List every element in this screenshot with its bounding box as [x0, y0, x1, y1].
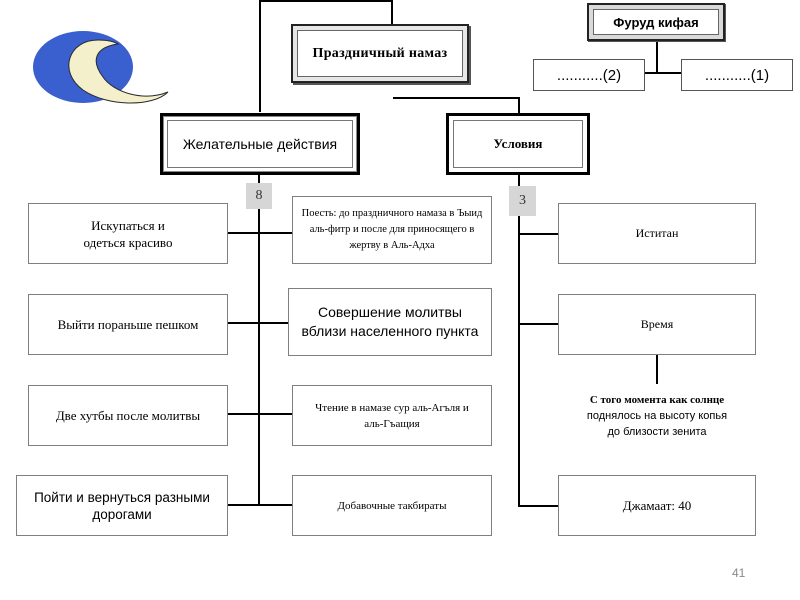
connector-line [518, 175, 520, 505]
title-box: Праздничный намаз [291, 24, 469, 83]
conditions-header-title: Условия [493, 136, 543, 151]
desirable-header-box: Желательные действия [160, 113, 360, 175]
connector-line [518, 233, 558, 235]
connector-line [645, 72, 681, 74]
time-note-line-1: С того момента как солнце [589, 394, 725, 406]
connector-line [518, 323, 558, 325]
connector-line [259, 0, 261, 112]
connector-line [259, 0, 393, 2]
desirable-right-item-3: Чтение в намазе сур аль-Агъля и аль-Гъащ… [292, 385, 492, 446]
furud-title: Фуруд кифая [613, 14, 699, 30]
time-note: С того момента как солнце поднялось на в… [560, 392, 754, 440]
connector-line [656, 42, 658, 73]
desirable-left-item-1: Искупаться и одеться красиво [28, 203, 228, 264]
conditions-count-badge: 3 [509, 186, 536, 216]
furud-item-left: ...........(2) [533, 59, 645, 91]
connector-line [228, 413, 292, 415]
condition-item-3: Джамаат: 40 [558, 475, 756, 536]
time-note-line-2: поднялось на высоту копья [586, 410, 728, 422]
connector-line [393, 97, 520, 99]
connector-line [391, 0, 393, 24]
desirable-left-item-3: Две хутбы после молитвы [28, 385, 228, 446]
furud-item-right: ...........(1) [681, 59, 793, 91]
connector-line [518, 97, 520, 113]
desirable-left-item-2: Выйти пораньше пешком [28, 294, 228, 355]
furud-title-box: Фуруд кифая [587, 3, 725, 41]
crescent-moon-icon [33, 31, 169, 104]
desirable-left-item-4: Пойти и вернуться разными дорогами [16, 475, 228, 536]
desirable-right-item-1: Поесть: до праздничного намаза в Ъыид ал… [292, 196, 492, 264]
desirable-right-item-4: Добавочные такбираты [292, 475, 492, 536]
connector-line [228, 322, 288, 324]
desirable-count-badge: 8 [246, 183, 272, 209]
desirable-header-title: Желательные действия [182, 136, 338, 152]
condition-item-2: Время [558, 294, 756, 355]
condition-item-1: Иститан [558, 203, 756, 264]
desirable-right-item-2: Совершение молитвы вблизи населенного пу… [288, 288, 492, 356]
connector-line [656, 354, 658, 384]
time-note-line-3: до близости зенита [607, 426, 707, 438]
page-title: Праздничный намаз [312, 45, 448, 61]
connector-line [258, 175, 260, 505]
connector-line [518, 505, 558, 507]
connector-line [228, 504, 292, 506]
conditions-header-box: Условия [446, 113, 590, 175]
connector-line [228, 232, 292, 234]
page-number: 41 [732, 566, 746, 580]
